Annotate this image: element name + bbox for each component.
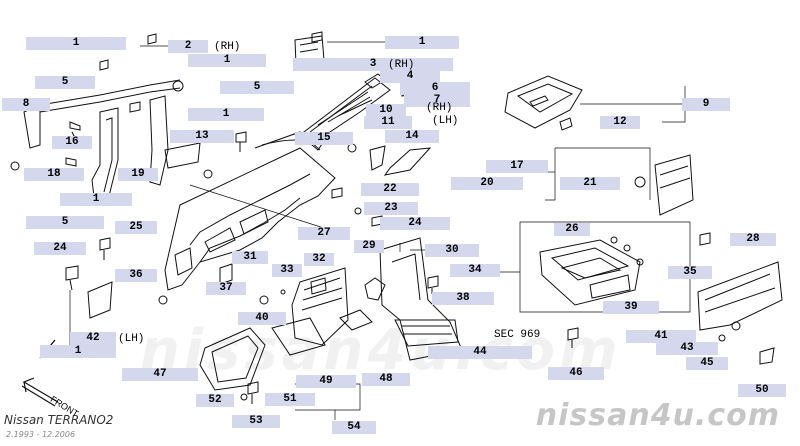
production-dates: 2.1993 - 12.2006 [6, 430, 76, 439]
callout-20: 20 [451, 177, 523, 190]
callout-3: 3 [293, 58, 453, 71]
callout-5: 5 [26, 216, 104, 229]
callout-5: 5 [35, 76, 95, 89]
watermark: nissan4u.com [535, 398, 780, 433]
note-rh: (RH) [388, 59, 415, 71]
callout-8: 8 [2, 98, 50, 111]
section-reference: SEC 969 [494, 329, 541, 341]
callout-43: 43 [656, 342, 718, 355]
callout-52: 52 [196, 394, 234, 407]
callout-13: 13 [170, 130, 234, 143]
callout-25: 25 [115, 221, 157, 234]
front-arrow [22, 377, 59, 403]
callout-24: 24 [380, 217, 450, 230]
callout-46: 46 [548, 367, 604, 380]
callout-53: 53 [232, 415, 280, 428]
lower-panel-right [697, 261, 783, 331]
callout-22: 22 [361, 183, 419, 196]
callout-49: 49 [296, 375, 356, 388]
rear-bracket [149, 95, 169, 186]
callout-36: 36 [115, 269, 157, 282]
duct-assembly [299, 77, 391, 151]
callout-47: 47 [122, 368, 198, 381]
callout-1: 1 [60, 193, 132, 206]
vehicle-model: Nissan TERRANO2 [4, 413, 114, 427]
callout-11: 11 [364, 116, 412, 129]
callout-41: 41 [626, 330, 696, 343]
callout-21: 21 [560, 177, 620, 190]
glove-lid [654, 154, 694, 216]
callout-10: 10 [366, 104, 406, 117]
callout-14: 14 [385, 130, 439, 143]
centre-bezel [291, 267, 349, 346]
callout-32: 32 [304, 253, 334, 266]
callout-1: 1 [40, 345, 116, 358]
callout-34: 34 [450, 264, 500, 277]
callout-54: 54 [332, 421, 376, 434]
callout-17: 17 [486, 160, 548, 173]
callout-39: 39 [603, 301, 659, 314]
callout-6: 6 [400, 82, 470, 95]
callout-5: 5 [220, 81, 294, 94]
callout-9: 9 [682, 98, 730, 111]
dashboard-panel [164, 147, 336, 291]
callout-31: 31 [232, 251, 268, 264]
side-bracket-left [91, 107, 119, 206]
callout-35: 35 [668, 266, 712, 279]
callout-33: 33 [272, 264, 302, 277]
callout-40: 40 [238, 312, 286, 325]
callout-48: 48 [362, 373, 410, 386]
callout-1: 1 [188, 54, 266, 67]
callout-1: 1 [26, 37, 126, 50]
callout-18: 18 [24, 168, 84, 181]
note-lh: (LH) [432, 115, 459, 127]
callout-2: 2 [168, 40, 208, 53]
callout-19: 19 [118, 168, 158, 181]
callout-1: 1 [385, 36, 459, 49]
callout-30: 30 [425, 244, 479, 257]
callout-4: 4 [380, 70, 440, 83]
callout-51: 51 [265, 393, 315, 406]
callout-1: 1 [188, 108, 264, 121]
callout-15: 15 [295, 132, 353, 145]
note-lh: (LH) [118, 333, 145, 345]
callout-16: 16 [52, 136, 92, 149]
callout-38: 38 [432, 292, 494, 305]
ashtray-module [539, 239, 641, 306]
note-rh: (RH) [214, 41, 241, 53]
note-rh: (RH) [426, 102, 453, 114]
cluster-hood [199, 327, 266, 391]
callout-29: 29 [354, 240, 384, 253]
callout-12: 12 [600, 116, 640, 129]
callout-24: 24 [34, 242, 86, 255]
glove-box [504, 75, 583, 129]
callout-27: 27 [298, 227, 350, 240]
callout-44: 44 [428, 346, 532, 359]
callout-45: 45 [686, 357, 728, 370]
callout-37: 37 [206, 282, 246, 295]
callout-26: 26 [554, 223, 590, 236]
callout-28: 28 [730, 233, 776, 246]
callout-50: 50 [738, 384, 786, 397]
callout-42: 42 [70, 332, 116, 345]
callout-23: 23 [364, 202, 418, 215]
callout-7: 7 [404, 94, 470, 107]
watermark-ghost: nissan4u.com [140, 318, 622, 383]
